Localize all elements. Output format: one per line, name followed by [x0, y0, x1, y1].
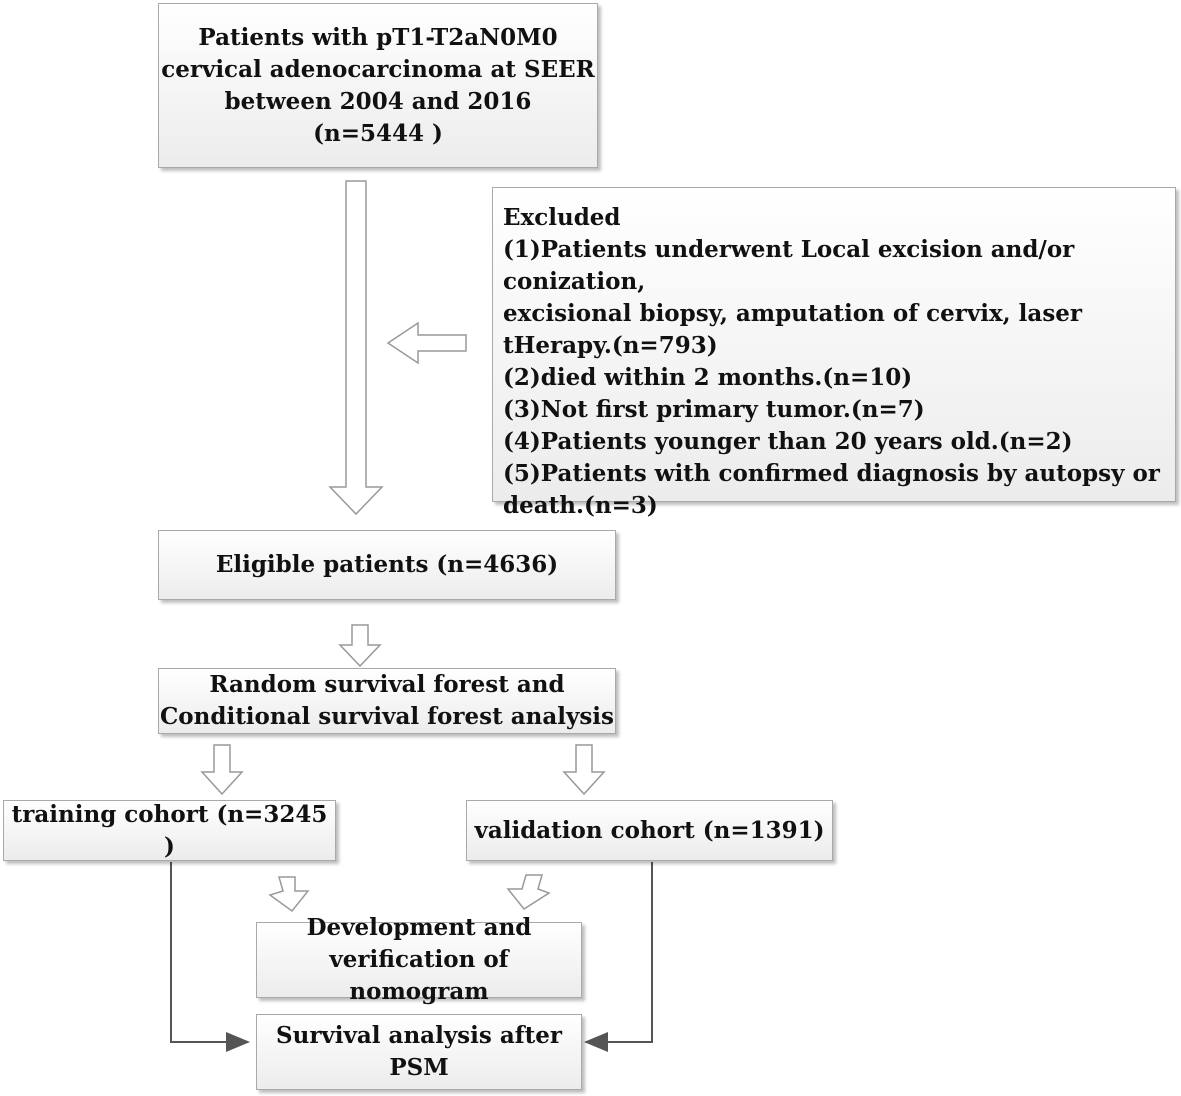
excluded-line-1: Excluded — [503, 204, 621, 231]
survival-line-1: Survival analysis after — [275, 1022, 562, 1049]
nomogram-line-2: verification of nomogram — [329, 946, 509, 1005]
eligible-box: Eligible patients (n=4636) — [158, 530, 616, 600]
line-training-to-survival — [170, 862, 250, 1052]
main-down-arrow — [328, 180, 384, 516]
nomogram-box: Development and verification of nomogram — [256, 914, 582, 1005]
validation-line-1: validation cohort (n=1391) — [474, 816, 825, 844]
eligible-line-1: Eligible patients (n=4636) — [215, 551, 559, 578]
forest-line-2: Conditional survival forest analysis — [160, 703, 614, 730]
training-box: training cohort (n=3245 ) — [3, 800, 336, 861]
excluded-line-3: excisional biopsy, amputation of cervix,… — [503, 300, 1083, 327]
forest-line-1: Random survival forest and — [209, 671, 565, 698]
arrow-validation-to-nomogram — [506, 874, 551, 910]
survival-line-2: PSM — [389, 1054, 449, 1081]
excluded-box: Excluded (1)Patients underwent Local exc… — [492, 187, 1176, 519]
start-line-1: Patients with pT1-T2aN0M0 — [198, 23, 558, 51]
excluded-line-6: (3)Not first primary tumor.(n=7) — [503, 396, 925, 423]
excluded-line-9: death.(n=3) — [503, 492, 658, 519]
excluded-line-8: (5)Patients with confirmed diagnosis by … — [503, 460, 1160, 487]
training-line-1: training cohort (n=3245 ) — [11, 800, 328, 860]
line-validation-to-survival — [584, 862, 653, 1052]
survival-box: Survival analysis after PSM — [256, 1014, 582, 1090]
nomogram-line-1: Development and — [306, 914, 532, 941]
excluded-line-2: (1)Patients underwent Local excision and… — [503, 236, 1075, 295]
arrow-training-to-nomogram — [268, 876, 310, 913]
arrow-forest-to-training — [200, 744, 244, 796]
excluded-line-5: (2)died within 2 months.(n=10) — [503, 364, 913, 391]
validation-box: validation cohort (n=1391) — [466, 800, 833, 861]
start-box: Patients with pT1-T2aN0M0 cervical adeno… — [158, 3, 598, 168]
arrow-eligible-to-forest — [338, 624, 382, 668]
excluded-left-arrow — [386, 321, 467, 365]
start-line-4: (n=5444 ) — [313, 119, 443, 147]
arrow-forest-to-validation — [562, 744, 606, 796]
start-line-3: between 2004 and 2016 — [224, 87, 532, 115]
start-line-2: cervical adenocarcinoma at SEER — [161, 55, 595, 83]
excluded-line-7: (4)Patients younger than 20 years old.(n… — [503, 428, 1073, 455]
forest-box: Random survival forest and Conditional s… — [158, 668, 616, 734]
excluded-line-4: tHerapy.(n=793) — [503, 332, 718, 359]
